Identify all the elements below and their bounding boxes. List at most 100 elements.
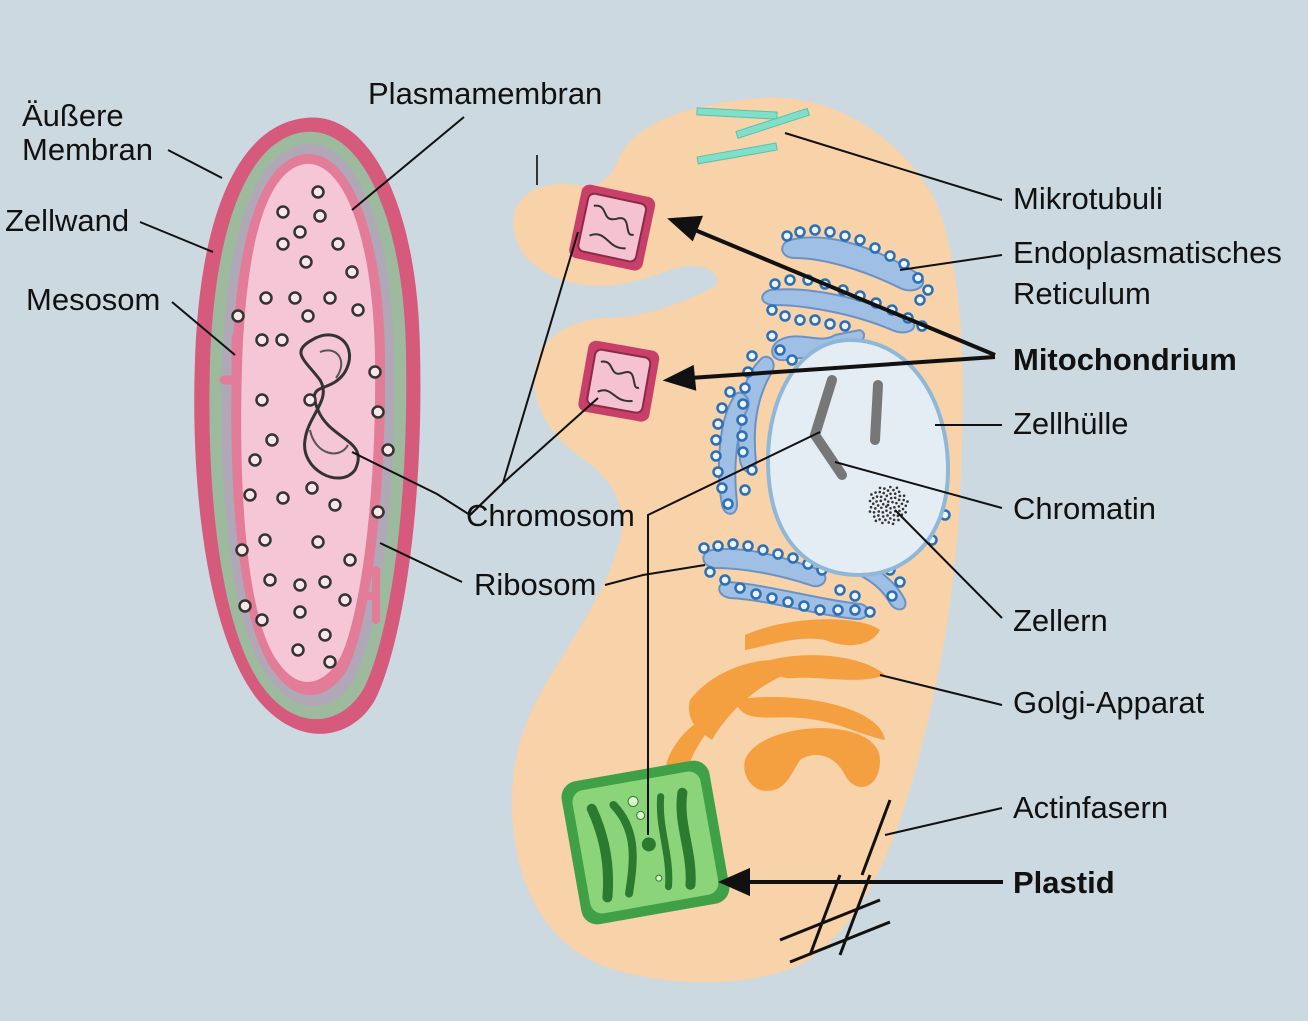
nucleolus-speck bbox=[872, 502, 875, 505]
ribosome-dot bbox=[333, 239, 344, 250]
ribosome-dot bbox=[345, 555, 356, 566]
ribosome-dot bbox=[816, 606, 825, 615]
nucleolus-speck bbox=[893, 506, 896, 509]
ribosome-dot bbox=[315, 211, 326, 222]
ribosome-dot bbox=[841, 232, 850, 241]
label-microtubules: Mikrotubuli bbox=[1013, 181, 1163, 217]
ribosome-dot bbox=[841, 322, 850, 331]
nucleolus-speck bbox=[880, 506, 883, 509]
nucleolus-speck bbox=[869, 500, 872, 503]
ribosome-dot bbox=[826, 228, 835, 237]
ribosome-dot bbox=[811, 226, 820, 235]
ribosome-dot bbox=[739, 400, 748, 409]
nucleolus-speck bbox=[882, 492, 885, 495]
ribosome-dot bbox=[278, 207, 289, 218]
nucleolus-speck bbox=[893, 514, 896, 517]
eukaryotic-cell bbox=[512, 97, 963, 982]
ribosome-dot bbox=[800, 602, 809, 611]
nucleolus-speck bbox=[874, 491, 877, 494]
ribosome-dot bbox=[768, 306, 777, 315]
ribosome-dot bbox=[738, 416, 747, 425]
nucleolus-speck bbox=[882, 503, 885, 506]
ribosome-dot bbox=[826, 320, 835, 329]
nucleolus-speck bbox=[878, 518, 881, 521]
ribosome-dot bbox=[789, 554, 798, 563]
ribosome-dot bbox=[736, 584, 745, 593]
nucleolus-speck bbox=[898, 490, 901, 493]
nucleolus-speck bbox=[898, 505, 901, 508]
label-cell-wall: Zellwand bbox=[5, 203, 129, 239]
ribosome-dot bbox=[718, 484, 727, 493]
nucleolus-speck bbox=[901, 502, 904, 505]
ribosome-dot bbox=[724, 500, 733, 509]
ribosome-dot bbox=[759, 546, 768, 555]
label-mesosome: Mesosom bbox=[26, 282, 160, 318]
nucleolus-speck bbox=[887, 489, 890, 492]
ribosome-dot bbox=[786, 276, 795, 285]
ribosome-dot bbox=[267, 435, 278, 446]
ribosome-dot bbox=[738, 432, 747, 441]
ribosome-dot bbox=[739, 448, 748, 457]
label-outer-membrane-line1: Äußere bbox=[22, 98, 124, 134]
nucleolus-speck bbox=[898, 510, 901, 513]
ribosome-dot bbox=[320, 577, 331, 588]
ribosome-dot bbox=[851, 592, 860, 601]
ribosome-dot bbox=[277, 335, 288, 346]
ribosome-dot bbox=[774, 550, 783, 559]
ribosome-dot bbox=[353, 305, 364, 316]
ribosome-dot bbox=[788, 356, 797, 365]
ribosome-dot bbox=[293, 645, 304, 656]
ribosome-dot bbox=[240, 601, 251, 612]
ribosome-dot bbox=[320, 630, 331, 641]
nucleolus-speck bbox=[902, 499, 905, 502]
nucleolus-speck bbox=[875, 520, 878, 523]
ribosome-dot bbox=[796, 316, 805, 325]
nucleolus-speck bbox=[883, 487, 886, 490]
label-nucleus: Zellern bbox=[1013, 603, 1108, 639]
ribosome-dot bbox=[834, 606, 843, 615]
nucleolus-speck bbox=[899, 495, 902, 498]
ribosome-dot bbox=[313, 187, 324, 198]
nucleolus-speck bbox=[895, 502, 898, 505]
ribosome-dot bbox=[340, 595, 351, 606]
nucleolus-speck bbox=[891, 501, 894, 504]
nucleolus-speck bbox=[896, 487, 899, 490]
ribosome-dot bbox=[330, 500, 341, 511]
ribosome-dot bbox=[700, 544, 709, 553]
nucleolus-speck bbox=[906, 500, 909, 503]
ribosome-dot bbox=[250, 455, 261, 466]
ribosome-dot bbox=[729, 540, 738, 549]
nucleolus-speck bbox=[885, 509, 888, 512]
label-cell-envelope: Zellhülle bbox=[1013, 406, 1128, 442]
ribosome-dot bbox=[295, 607, 306, 618]
nucleolus-speck bbox=[877, 504, 880, 507]
ribosome-dot bbox=[290, 293, 301, 304]
nucleolus-speck bbox=[873, 511, 876, 514]
nucleolus-speck bbox=[884, 519, 887, 522]
ribosome-dot bbox=[325, 293, 336, 304]
ribosome-dot bbox=[706, 568, 715, 577]
ribosome-dot bbox=[726, 388, 735, 397]
label-chromosome: Chromosom bbox=[466, 498, 635, 534]
nucleolus-speck bbox=[882, 511, 885, 514]
ribosome-dot bbox=[856, 236, 865, 245]
ribosome-dot bbox=[383, 445, 394, 456]
nucleolus-speck bbox=[904, 504, 907, 507]
ribosome-dot bbox=[718, 404, 727, 413]
ribosome-dot bbox=[866, 608, 875, 617]
ribosome-dot bbox=[752, 590, 761, 599]
nucleolus-speck bbox=[885, 494, 888, 497]
nucleolus-speck bbox=[877, 514, 880, 517]
ribosome-dot bbox=[245, 490, 256, 501]
ribosome-dot bbox=[888, 592, 897, 601]
ribosome-dot bbox=[784, 598, 793, 607]
mitochondrion bbox=[577, 339, 660, 422]
nucleolus-speck bbox=[877, 510, 880, 513]
ribosome-dot bbox=[347, 267, 358, 278]
plastid bbox=[559, 758, 732, 927]
ribosome-dot bbox=[295, 580, 306, 591]
nucleolus-speck bbox=[870, 493, 873, 496]
ribosome-dot bbox=[295, 227, 306, 238]
nucleolus-speck bbox=[876, 495, 879, 498]
nucleolus-speck bbox=[887, 521, 890, 524]
